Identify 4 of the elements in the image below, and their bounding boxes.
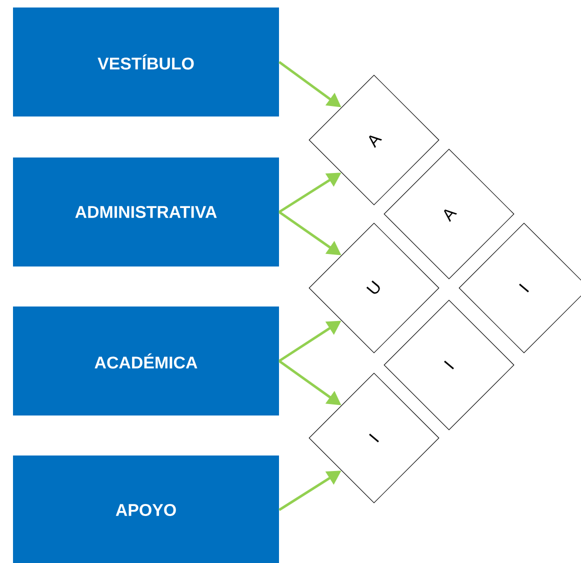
category-box: ADMINISTRATIVA <box>13 158 279 266</box>
category-box: VESTÍBULO <box>13 8 279 116</box>
category-box: APOYO <box>13 456 279 563</box>
category-box: ACADÉMICA <box>13 306 279 416</box>
